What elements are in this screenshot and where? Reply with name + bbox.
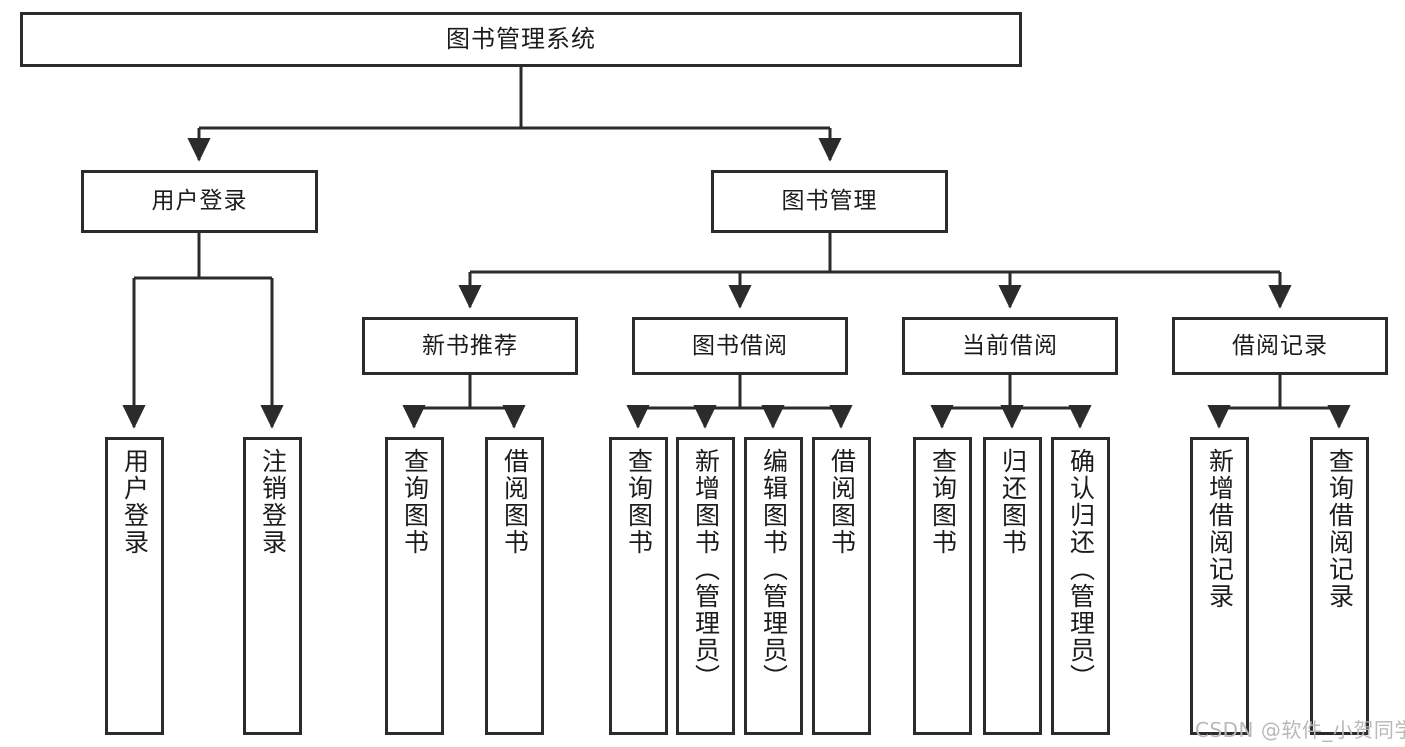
node-leaf-query-record-label: 查询借阅记录 xyxy=(1325,448,1355,610)
node-user-login-label: 用户登录 xyxy=(151,188,248,215)
node-leaf-confirm-return-label: 确认归还（管理员） xyxy=(1066,448,1096,691)
node-book-manage-label: 图书管理 xyxy=(781,188,878,215)
node-book-manage[interactable]: 图书管理 xyxy=(711,170,948,233)
node-leaf-query-book-1[interactable]: 查询图书 xyxy=(385,437,444,735)
node-leaf-query-book-2-label: 查询图书 xyxy=(624,448,654,556)
node-current-borrow-label: 当前借阅 xyxy=(962,332,1058,359)
node-leaf-return-book-label: 归还图书 xyxy=(998,448,1028,556)
node-borrow-record-label: 借阅记录 xyxy=(1232,332,1328,359)
node-leaf-add-record-label: 新增借阅记录 xyxy=(1205,448,1235,610)
node-leaf-borrow-book-1-label: 借阅图书 xyxy=(500,448,530,556)
node-leaf-borrow-book-2-label: 借阅图书 xyxy=(827,448,857,556)
node-leaf-query-book-3[interactable]: 查询图书 xyxy=(913,437,972,735)
node-user-login[interactable]: 用户登录 xyxy=(81,170,318,233)
node-leaf-query-record[interactable]: 查询借阅记录 xyxy=(1310,437,1369,735)
node-leaf-logout-label: 注销登录 xyxy=(258,448,288,556)
node-leaf-query-book-3-label: 查询图书 xyxy=(928,448,958,556)
node-leaf-borrow-book-2[interactable]: 借阅图书 xyxy=(812,437,871,735)
node-leaf-add-record[interactable]: 新增借阅记录 xyxy=(1190,437,1249,735)
node-leaf-add-book-label: 新增图书（管理员） xyxy=(691,448,721,691)
csdn-watermark: CSDN @软件_小贺同学 xyxy=(1195,718,1405,742)
node-leaf-borrow-book-1[interactable]: 借阅图书 xyxy=(485,437,544,735)
node-leaf-query-book-2[interactable]: 查询图书 xyxy=(609,437,668,735)
node-new-book-recommend-label: 新书推荐 xyxy=(422,332,518,359)
node-root[interactable]: 图书管理系统 xyxy=(20,12,1022,67)
node-leaf-logout[interactable]: 注销登录 xyxy=(243,437,302,735)
node-leaf-user-login[interactable]: 用户登录 xyxy=(105,437,164,735)
node-root-label: 图书管理系统 xyxy=(446,24,596,53)
node-book-borrow-label: 图书借阅 xyxy=(692,332,788,359)
node-book-borrow[interactable]: 图书借阅 xyxy=(632,317,848,375)
node-current-borrow[interactable]: 当前借阅 xyxy=(902,317,1118,375)
node-leaf-edit-book-label: 编辑图书（管理员） xyxy=(759,448,789,691)
node-borrow-record[interactable]: 借阅记录 xyxy=(1172,317,1388,375)
node-leaf-return-book[interactable]: 归还图书 xyxy=(983,437,1042,735)
node-leaf-confirm-return[interactable]: 确认归还（管理员） xyxy=(1051,437,1110,735)
node-leaf-edit-book[interactable]: 编辑图书（管理员） xyxy=(744,437,803,735)
node-leaf-user-login-label: 用户登录 xyxy=(120,448,150,556)
node-leaf-add-book[interactable]: 新增图书（管理员） xyxy=(676,437,735,735)
node-new-book-recommend[interactable]: 新书推荐 xyxy=(362,317,578,375)
node-leaf-query-book-1-label: 查询图书 xyxy=(400,448,430,556)
